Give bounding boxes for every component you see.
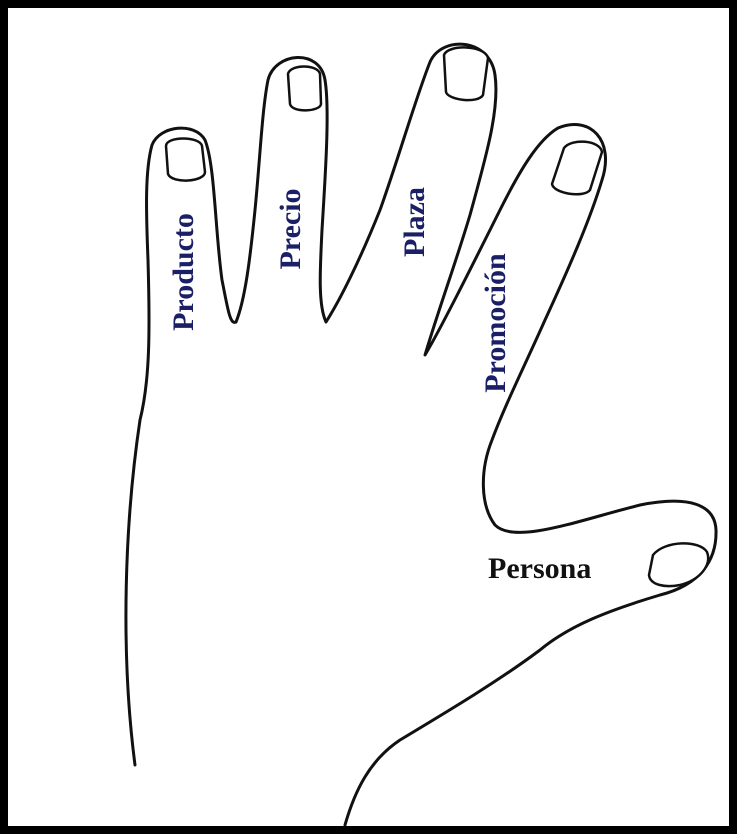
label-plaza: Plaza [398, 187, 431, 257]
hand-outline [126, 44, 716, 825]
nail-persona [649, 543, 708, 586]
nail-precio [288, 67, 321, 111]
label-producto: Producto [167, 213, 200, 331]
label-promocion: Promoción [479, 253, 512, 393]
label-persona: Persona [488, 552, 591, 585]
nail-plaza [444, 47, 488, 100]
nail-promocion [552, 142, 602, 195]
nail-producto [166, 139, 205, 181]
label-precio: Precio [274, 188, 307, 269]
